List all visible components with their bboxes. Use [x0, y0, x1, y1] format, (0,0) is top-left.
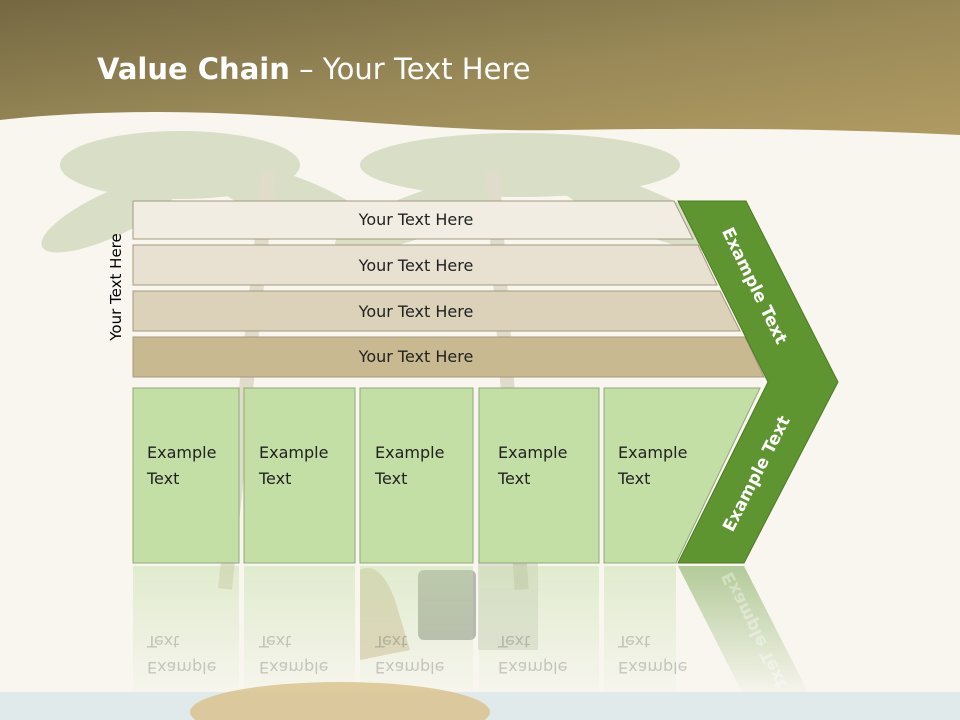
- column-4-line2: Text: [498, 469, 531, 488]
- column-3-line2: Text: [375, 469, 408, 488]
- reflection-3-line1: Example: [375, 658, 445, 677]
- primary-column-4: [478, 387, 600, 564]
- margin-chevron: [677, 200, 839, 564]
- support-bar-3-label: Your Text Here: [358, 301, 474, 321]
- support-bar-3: [132, 290, 741, 332]
- column-4-line1: Example: [498, 443, 568, 462]
- column-2-line2: Text: [259, 469, 292, 488]
- support-bar-1: [132, 200, 694, 240]
- column-3-line1: Example: [375, 443, 445, 462]
- column-5-line1: Example: [618, 443, 688, 462]
- column-5-line2: Text: [618, 469, 651, 488]
- title-rest: – Your Text Here: [289, 52, 531, 86]
- reflection-1-line1: Example: [147, 658, 217, 677]
- column-2-line1: Example: [259, 443, 329, 462]
- header-band: [0, 0, 960, 135]
- primary-column-5-reflection: Example Text: [618, 628, 718, 680]
- reflection-2-line1: Example: [259, 658, 329, 677]
- support-bar-2: [132, 244, 718, 286]
- primary-column-2-reflection: Example Text: [259, 628, 359, 680]
- reflection-2-line2: Text: [259, 632, 292, 651]
- primary-column-3: [359, 387, 474, 564]
- primary-column-2: [243, 387, 356, 564]
- support-activity-bars: [132, 200, 765, 378]
- primary-column-4-reflection: Example Text: [498, 628, 598, 680]
- slide-title: Value Chain – Your Text Here: [97, 52, 531, 86]
- title-bold: Value Chain: [97, 52, 290, 86]
- primary-column-1-reflection: Example Text: [147, 628, 247, 680]
- support-bar-4-label: Your Text Here: [358, 346, 474, 366]
- support-bar-2-label: Your Text Here: [358, 255, 474, 275]
- reflection-4-line1: Example: [498, 658, 568, 677]
- reflection-5-line1: Example: [618, 658, 688, 677]
- primary-column-3-reflection: Example Text: [375, 628, 475, 680]
- column-1-line1: Example: [147, 443, 217, 462]
- side-label: Your Text Here: [107, 233, 125, 341]
- primary-activity-columns: [132, 387, 761, 564]
- support-bar-4: [132, 336, 765, 378]
- support-bar-1-label: Your Text Here: [358, 209, 474, 229]
- column-reflections: [133, 566, 810, 696]
- reflection-5-line2: Text: [618, 632, 651, 651]
- reflection-4-line2: Text: [498, 632, 531, 651]
- primary-column-1: [132, 387, 240, 564]
- primary-column-5: [603, 387, 761, 564]
- column-1-line2: Text: [147, 469, 180, 488]
- reflection-3-line2: Text: [375, 632, 408, 651]
- reflection-1-line2: Text: [147, 632, 180, 651]
